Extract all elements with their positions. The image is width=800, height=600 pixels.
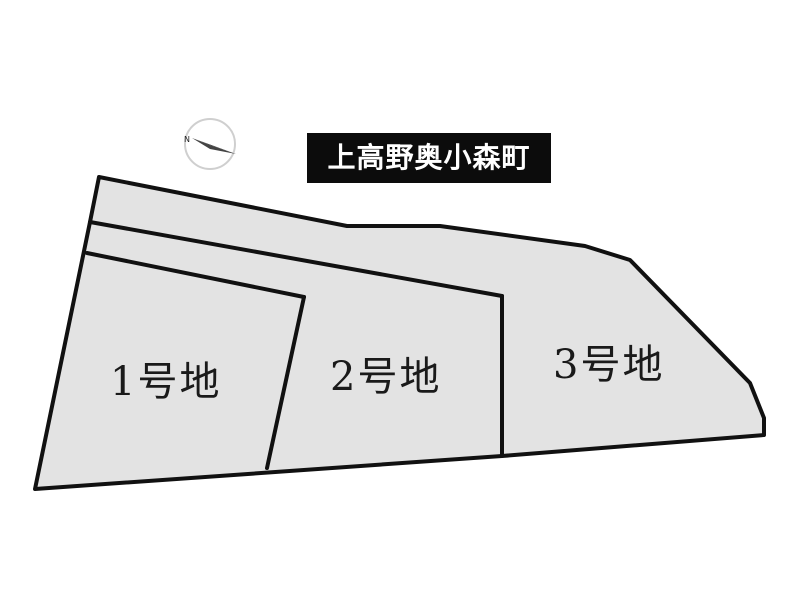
lot-1-2-boundary (265, 295, 306, 470)
lot-2-label[interactable]: 2号地 (330, 354, 441, 400)
compass: N (180, 116, 240, 172)
compass-north-label: N (184, 135, 190, 144)
road-boundary-upper (88, 220, 504, 298)
parcel-outline (33, 175, 766, 491)
area-name-title: 上高野奥小森町 (307, 133, 551, 183)
north-arrow-icon: N (184, 118, 236, 170)
road-boundary-lower (85, 251, 306, 299)
lot-1-label[interactable]: 1号地 (110, 359, 221, 405)
lot-3-label[interactable]: 3号地 (553, 342, 664, 388)
